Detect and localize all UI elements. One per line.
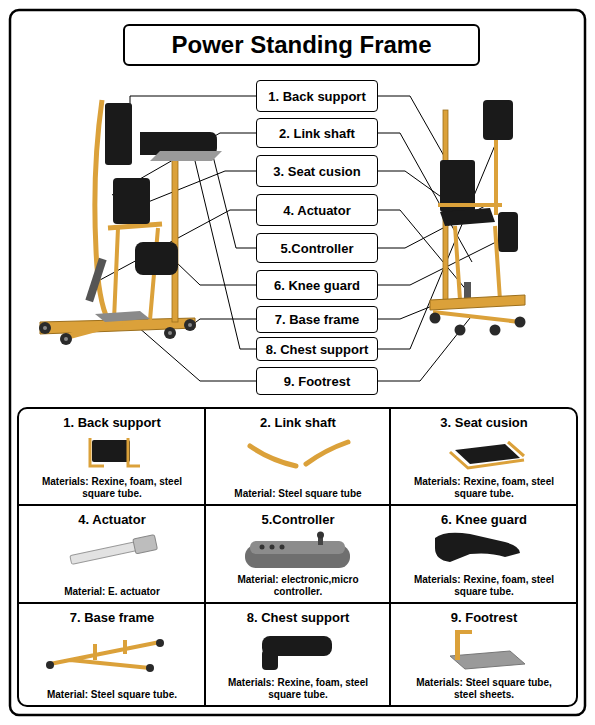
callout-label: 1. Back support <box>268 89 366 104</box>
part-name: 6. Knee guard <box>441 512 527 527</box>
part-controller-picture <box>245 532 350 569</box>
callout-label: 8. Chest support <box>266 342 369 357</box>
material-text: Material: electronic,micro controller. <box>218 574 378 597</box>
part-cell: 7. Base frameMaterial: Steel square tube… <box>20 605 204 705</box>
callout-label: 2. Link shaft <box>279 126 355 141</box>
part-cell: 4. ActuatorMaterial: E. actuator <box>20 507 204 602</box>
callout-label: 3. Seat cusion <box>273 164 360 179</box>
part-cell: 8. Chest supportMaterials: Rexine, foam,… <box>207 605 389 705</box>
part-cell: 9. FootrestMaterials: Steel square tube,… <box>392 605 576 705</box>
standing-frame-front <box>39 100 222 345</box>
part-name: 5.Controller <box>262 512 335 527</box>
part-cell: 6. Knee guardMaterials: Rexine, foam, st… <box>392 507 576 602</box>
callout-label: 7. Base frame <box>275 312 360 327</box>
callout-box: 8. Chest support <box>256 337 378 361</box>
callout-box: 9. Footrest <box>256 367 378 395</box>
callout-box: 2. Link shaft <box>256 118 378 148</box>
part-name: 2. Link shaft <box>260 415 336 430</box>
callout-label: 4. Actuator <box>283 203 350 218</box>
part-link-shaft-picture <box>250 442 348 466</box>
leader-lines <box>100 96 500 381</box>
part-back-support-picture <box>90 438 140 466</box>
part-footrest-picture <box>450 630 525 669</box>
standing-frame-side <box>430 100 526 336</box>
callout-label: 9. Footrest <box>284 374 350 389</box>
part-name: 7. Base frame <box>70 610 155 625</box>
callout-box: 5.Controller <box>256 233 378 263</box>
part-knee-guard-picture <box>435 533 520 562</box>
part-name: 1. Back support <box>63 415 161 430</box>
callout-box: 1. Back support <box>256 80 378 112</box>
material-text: Materials: Rexine, foam, steel square tu… <box>32 476 192 499</box>
callout-box: 4. Actuator <box>256 194 378 226</box>
outer-frame <box>10 10 585 715</box>
material-text: Material: Steel square tube <box>234 488 361 500</box>
material-text: Materials: Rexine, foam, steel square tu… <box>404 574 564 597</box>
callout-box: 7. Base frame <box>256 306 378 333</box>
part-actuator-picture <box>69 535 157 568</box>
part-name: 3. Seat cusion <box>440 415 527 430</box>
table-grid <box>18 408 577 706</box>
part-base-frame-picture <box>46 639 164 672</box>
material-text: Materials: Rexine, foam, steel square tu… <box>218 677 378 700</box>
title-box: Power Standing Frame <box>123 24 480 66</box>
material-text: Material: E. actuator <box>64 586 160 598</box>
part-cell: 2. Link shaftMaterial: Steel square tube <box>207 410 389 504</box>
part-cell: 5.ControllerMaterial: electronic,micro c… <box>207 507 389 602</box>
part-cell: 1. Back supportMaterials: Rexine, foam, … <box>20 410 204 504</box>
part-name: 4. Actuator <box>78 512 145 527</box>
part-seat-picture <box>450 442 524 468</box>
callout-label: 5.Controller <box>281 241 354 256</box>
callout-label: 6. Knee guard <box>274 278 360 293</box>
material-text: Material: Steel square tube. <box>47 689 177 701</box>
title-text: Power Standing Frame <box>171 31 431 59</box>
callout-box: 6. Knee guard <box>256 270 378 300</box>
part-name: 8. Chest support <box>247 610 350 625</box>
material-text: Materials: Steel square tube, steel shee… <box>404 677 564 700</box>
callout-box: 3. Seat cusion <box>256 155 378 187</box>
material-text: Materials: Rexine, foam, steel square tu… <box>404 476 564 499</box>
part-cell: 3. Seat cusionMaterials: Rexine, foam, s… <box>392 410 576 504</box>
part-name: 9. Footrest <box>451 610 517 625</box>
part-chest-support-picture <box>262 636 332 670</box>
